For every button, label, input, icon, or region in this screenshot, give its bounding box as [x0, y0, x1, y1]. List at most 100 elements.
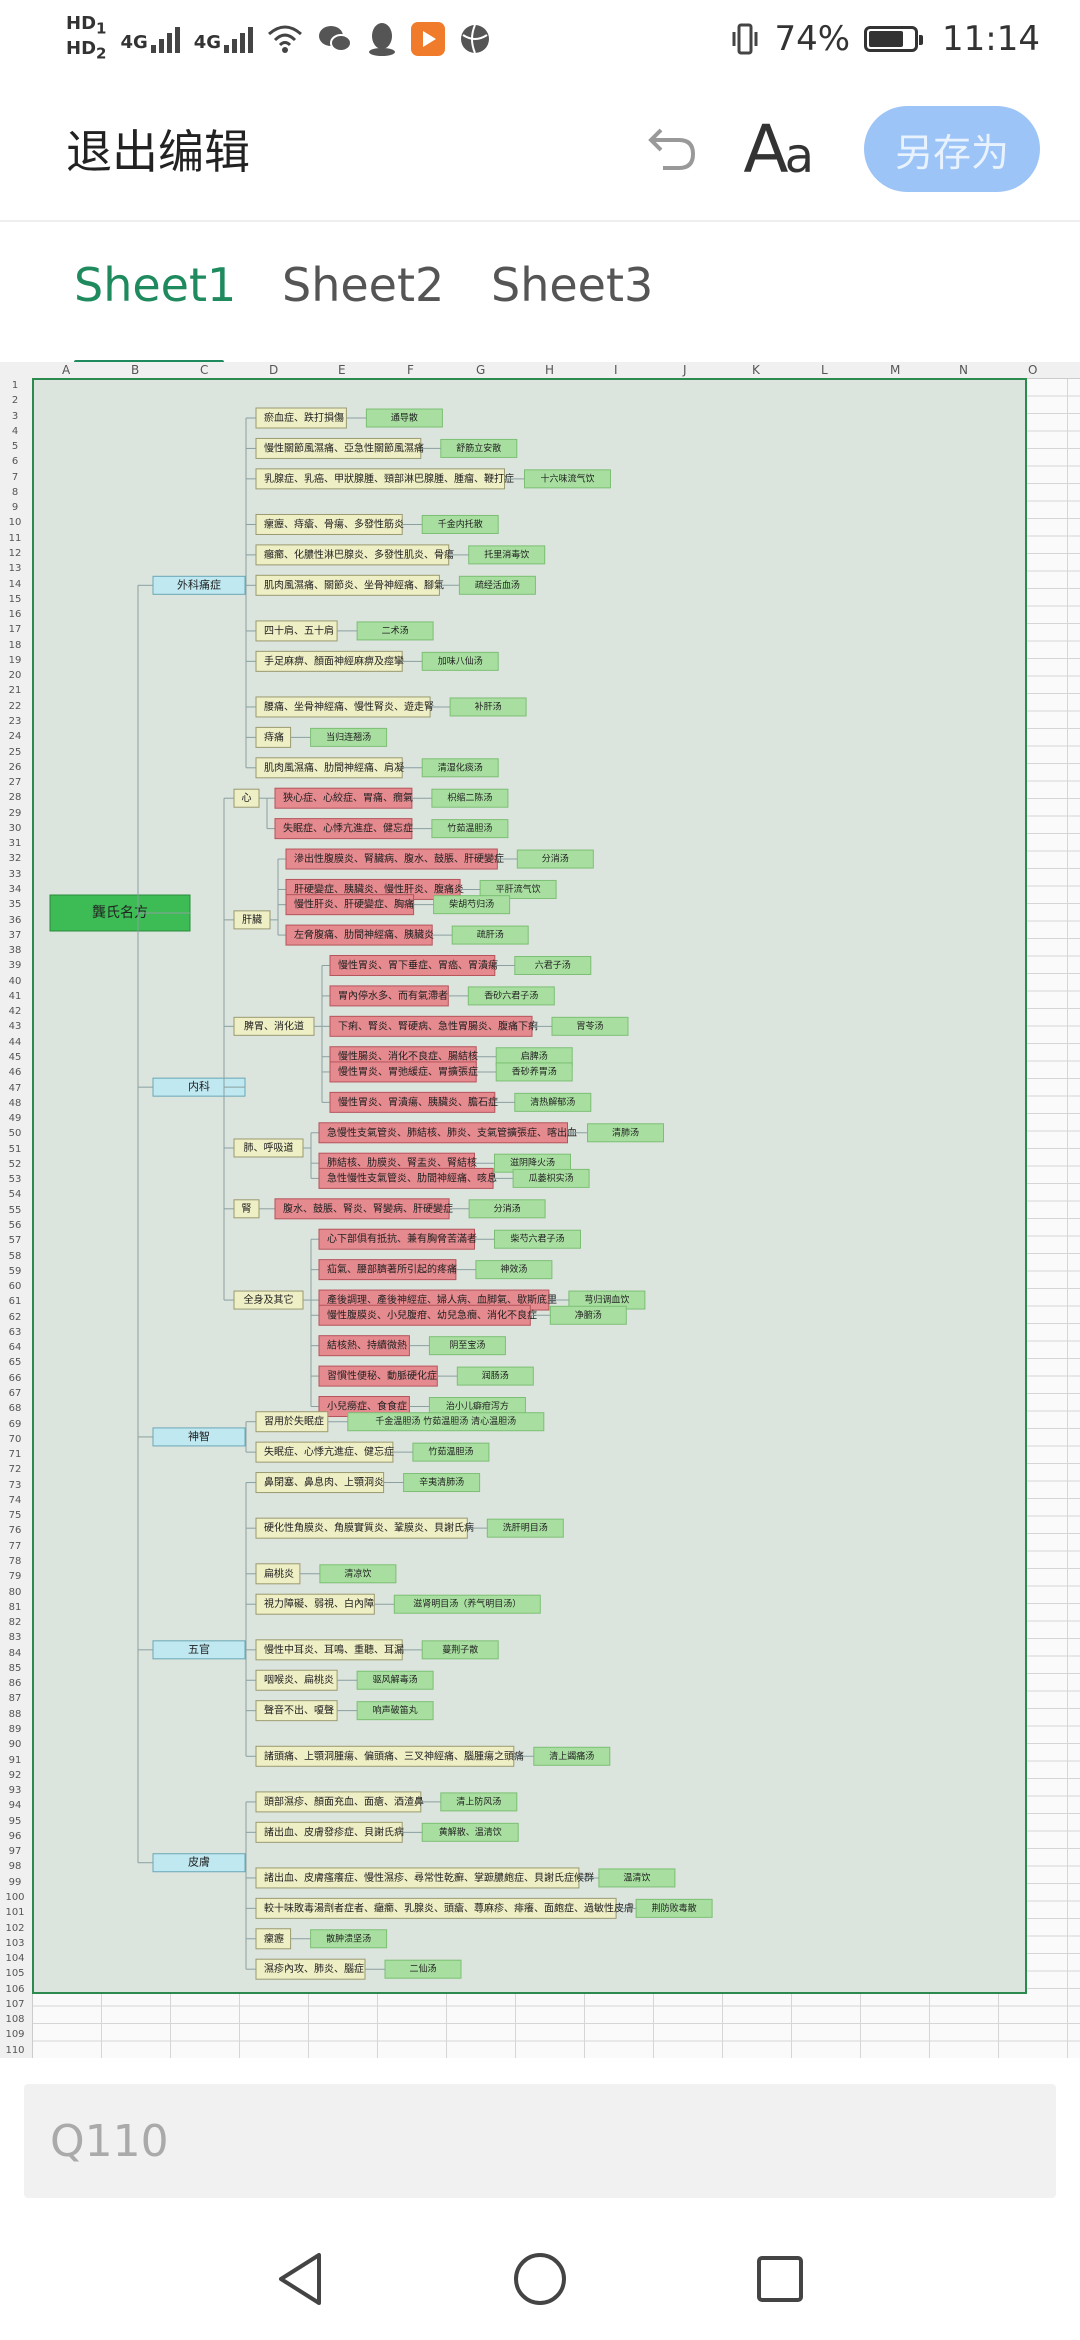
row-header-51[interactable]: 51: [8, 1143, 22, 1155]
row-header-2[interactable]: 2: [11, 395, 19, 407]
column-header-G[interactable]: G: [476, 363, 486, 377]
row-header-19[interactable]: 19: [8, 654, 22, 666]
row-header-87[interactable]: 87: [8, 1693, 22, 1705]
row-header-99[interactable]: 99: [8, 1876, 22, 1888]
row-header-43[interactable]: 43: [8, 1021, 22, 1033]
row-header-66[interactable]: 66: [8, 1372, 22, 1384]
row-header-101[interactable]: 101: [5, 1907, 25, 1919]
row-header-36[interactable]: 36: [8, 914, 22, 926]
row-header-78[interactable]: 78: [8, 1556, 22, 1567]
row-header-54[interactable]: 54: [8, 1189, 22, 1201]
row-header-74[interactable]: 74: [8, 1494, 22, 1506]
row-header-109[interactable]: 109: [5, 2029, 25, 2041]
row-header-97[interactable]: 97: [8, 1846, 22, 1858]
row-header-5[interactable]: 5: [11, 441, 19, 453]
row-header-71[interactable]: 71: [8, 1449, 22, 1461]
row-header-3[interactable]: 3: [11, 410, 19, 422]
row-header-48[interactable]: 48: [8, 1097, 22, 1109]
column-header-E[interactable]: E: [338, 363, 346, 377]
row-header-8[interactable]: 8: [11, 486, 19, 498]
row-header-68[interactable]: 68: [8, 1403, 22, 1415]
tab-sheet3[interactable]: Sheet3: [491, 258, 654, 312]
cell-reference-input[interactable]: Q110: [24, 2084, 1056, 2198]
row-header-1[interactable]: 1: [11, 380, 19, 391]
row-header-27[interactable]: 27: [8, 777, 22, 789]
column-header-A[interactable]: A: [62, 363, 71, 377]
row-header-11[interactable]: 11: [8, 532, 22, 544]
column-header-H[interactable]: H: [545, 363, 555, 377]
column-header-K[interactable]: K: [752, 363, 760, 377]
row-header-12[interactable]: 12: [8, 548, 22, 559]
row-header-110[interactable]: 110: [5, 2044, 25, 2056]
row-header-94[interactable]: 94: [8, 1800, 22, 1812]
row-header-6[interactable]: 6: [11, 456, 19, 468]
column-header-L[interactable]: L: [821, 363, 828, 377]
row-header-44[interactable]: 44: [8, 1036, 22, 1048]
exit-edit-button[interactable]: 退出编辑: [66, 125, 250, 179]
row-header-30[interactable]: 30: [8, 822, 22, 834]
row-header-86[interactable]: 86: [8, 1678, 22, 1690]
row-header-40[interactable]: 40: [8, 975, 22, 987]
column-header-N[interactable]: N: [959, 363, 968, 377]
row-header-14[interactable]: 14: [8, 578, 22, 590]
row-header-10[interactable]: 10: [8, 517, 22, 529]
row-header-67[interactable]: 67: [8, 1388, 22, 1399]
tab-sheet2[interactable]: Sheet2: [282, 258, 445, 312]
row-header-82[interactable]: 82: [8, 1617, 22, 1629]
row-header-16[interactable]: 16: [8, 609, 22, 621]
row-header-50[interactable]: 50: [8, 1128, 22, 1140]
column-header-I[interactable]: I: [614, 363, 618, 377]
row-header-65[interactable]: 65: [8, 1357, 22, 1369]
row-header-49[interactable]: 49: [8, 1113, 22, 1125]
row-header-90[interactable]: 90: [8, 1739, 22, 1751]
row-header-81[interactable]: 81: [8, 1601, 22, 1613]
row-header-93[interactable]: 93: [8, 1785, 22, 1797]
column-header-J[interactable]: J: [683, 363, 687, 377]
row-header-63[interactable]: 63: [8, 1326, 22, 1338]
row-header-62[interactable]: 62: [8, 1311, 22, 1323]
row-header-89[interactable]: 89: [8, 1724, 22, 1735]
column-header-B[interactable]: B: [131, 363, 140, 377]
row-header-91[interactable]: 91: [8, 1754, 22, 1766]
back-button[interactable]: [265, 2244, 335, 2314]
row-header-75[interactable]: 75: [8, 1510, 22, 1522]
row-header-35[interactable]: 35: [8, 899, 22, 911]
row-header-92[interactable]: 92: [8, 1769, 22, 1781]
mindmap-image[interactable]: 龔氏名方外科痛症瘀血症、跌打損傷通导散慢性關節風濕痛、亞急性關節風濕痛舒筋立安散…: [32, 378, 1027, 1994]
row-header-79[interactable]: 79: [8, 1571, 22, 1583]
row-header-23[interactable]: 23: [8, 716, 22, 727]
row-header-9[interactable]: 9: [11, 502, 19, 514]
row-header-61[interactable]: 61: [8, 1296, 22, 1308]
row-header-108[interactable]: 108: [5, 2014, 25, 2026]
row-header-7[interactable]: 7: [11, 471, 19, 483]
row-header-46[interactable]: 46: [8, 1067, 22, 1079]
row-header-83[interactable]: 83: [8, 1632, 22, 1644]
row-header-18[interactable]: 18: [8, 639, 22, 651]
row-header-72[interactable]: 72: [8, 1464, 22, 1476]
row-header-104[interactable]: 104: [5, 1953, 25, 1965]
column-header-F[interactable]: F: [407, 363, 414, 377]
row-header-41[interactable]: 41: [8, 990, 22, 1002]
row-header-107[interactable]: 107: [5, 1998, 25, 2010]
row-header-80[interactable]: 80: [8, 1586, 22, 1598]
row-header-25[interactable]: 25: [8, 746, 22, 758]
row-header-29[interactable]: 29: [8, 807, 22, 819]
row-header-17[interactable]: 17: [8, 624, 22, 636]
row-header-33[interactable]: 33: [8, 868, 22, 880]
row-header-103[interactable]: 103: [5, 1937, 25, 1949]
column-header-C[interactable]: C: [200, 363, 209, 377]
row-header-57[interactable]: 57: [8, 1235, 22, 1247]
row-header-37[interactable]: 37: [8, 929, 22, 941]
row-header-20[interactable]: 20: [8, 670, 22, 682]
row-header-98[interactable]: 98: [8, 1861, 22, 1873]
row-header-64[interactable]: 64: [8, 1342, 22, 1354]
tab-sheet1[interactable]: Sheet1: [74, 258, 237, 312]
row-header-55[interactable]: 55: [8, 1204, 22, 1216]
row-header-73[interactable]: 73: [8, 1479, 22, 1491]
row-header-84[interactable]: 84: [8, 1647, 22, 1659]
row-header-56[interactable]: 56: [8, 1220, 22, 1231]
save-as-button[interactable]: 另存为: [864, 106, 1040, 192]
row-header-105[interactable]: 105: [5, 1968, 25, 1980]
row-header-69[interactable]: 69: [8, 1418, 22, 1430]
row-header-52[interactable]: 52: [8, 1158, 22, 1170]
